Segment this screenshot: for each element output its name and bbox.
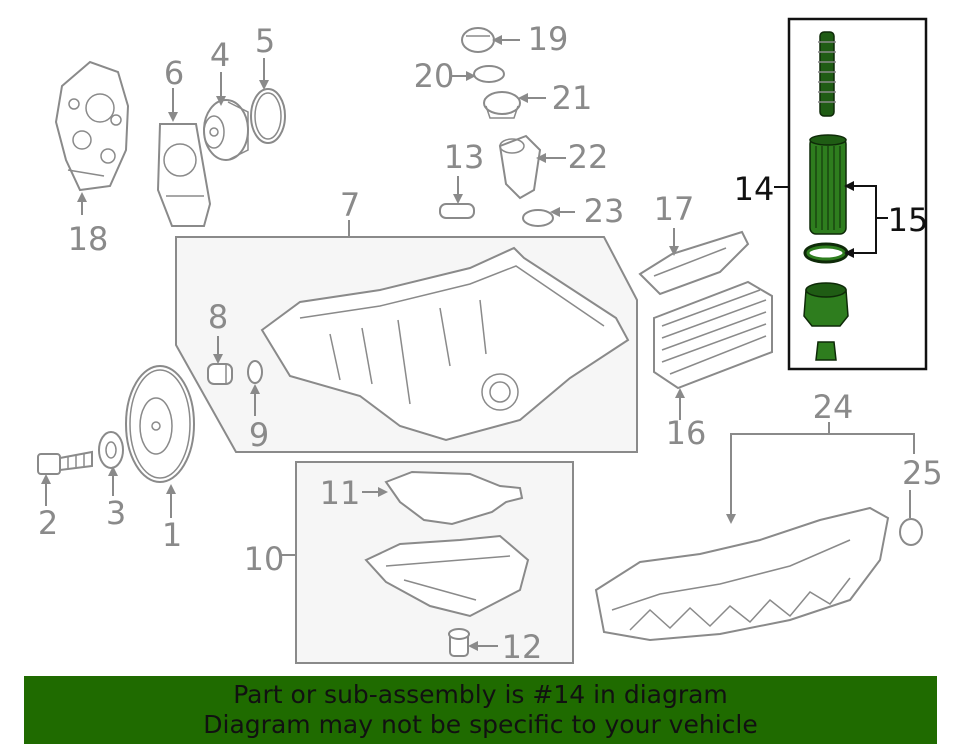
callout-12: 12: [502, 628, 543, 666]
part-19-filler-cap[interactable]: [461, 27, 495, 53]
callout-5: 5: [255, 22, 275, 60]
filter-drain-plug: [815, 341, 837, 361]
part-25-seal[interactable]: [899, 518, 923, 546]
callout-25: 25: [902, 454, 943, 492]
callout-6: 6: [164, 54, 184, 92]
filter-standpipe: [819, 31, 835, 117]
callout-21: 21: [552, 79, 593, 117]
part-16-oil-cooler[interactable]: [653, 280, 773, 390]
part-10-lower-pan[interactable]: [364, 534, 530, 618]
part-11-gasket[interactable]: [384, 470, 524, 526]
callout-16: 16: [666, 414, 707, 452]
part-23-seal[interactable]: [522, 209, 554, 227]
part-6-gasket[interactable]: [156, 123, 212, 227]
part-9-washer[interactable]: [247, 360, 263, 384]
callout-3: 3: [106, 494, 126, 532]
callout-24: 24: [813, 388, 854, 426]
callout-18: 18: [68, 220, 109, 258]
part-4-pulley[interactable]: [203, 99, 249, 161]
part-2-bolt[interactable]: [37, 450, 93, 475]
part-20-seal-ring[interactable]: [473, 65, 505, 83]
part-22-filler-tube[interactable]: [498, 134, 542, 200]
callout-8: 8: [208, 298, 228, 336]
part-5-o-ring[interactable]: [250, 88, 286, 144]
callout-14: 14: [734, 170, 775, 208]
part-14-filter-assembly[interactable]: [803, 31, 849, 361]
callout-13: 13: [444, 138, 485, 176]
callout-11: 11: [320, 474, 361, 512]
part-21-filler-neck-ring[interactable]: [483, 91, 521, 119]
callout-22: 22: [568, 138, 609, 176]
callout-2: 2: [38, 504, 58, 542]
callout-19: 19: [528, 20, 569, 58]
part-24-intake-manifold[interactable]: [594, 506, 890, 642]
part-1-flywheel[interactable]: [125, 365, 195, 483]
part-8-drain-plug[interactable]: [207, 363, 233, 385]
part-18-timing-cover[interactable]: [54, 60, 130, 192]
callout-4: 4: [210, 36, 230, 74]
banner-line-2: Diagram may not be specific to your vehi…: [203, 710, 758, 739]
part-3-washer[interactable]: [98, 431, 124, 469]
callout-7: 7: [340, 186, 360, 224]
callout-15: 15: [888, 201, 929, 239]
callout-20: 20: [414, 57, 455, 95]
notice-banner: Part or sub-assembly is #14 in diagram D…: [24, 676, 937, 744]
callout-10: 10: [244, 540, 285, 578]
callout-1: 1: [162, 516, 182, 554]
banner-line-1: Part or sub-assembly is #14 in diagram: [233, 680, 728, 709]
part-12-plug[interactable]: [448, 628, 470, 657]
callout-23: 23: [584, 192, 625, 230]
part-17-cover[interactable]: [638, 230, 750, 296]
part-7-oil-pan[interactable]: [260, 246, 630, 442]
part-13-plug[interactable]: [439, 203, 475, 219]
leader-arrowheads: [41, 35, 736, 651]
callout-17: 17: [654, 190, 695, 228]
callout-9: 9: [249, 416, 269, 454]
